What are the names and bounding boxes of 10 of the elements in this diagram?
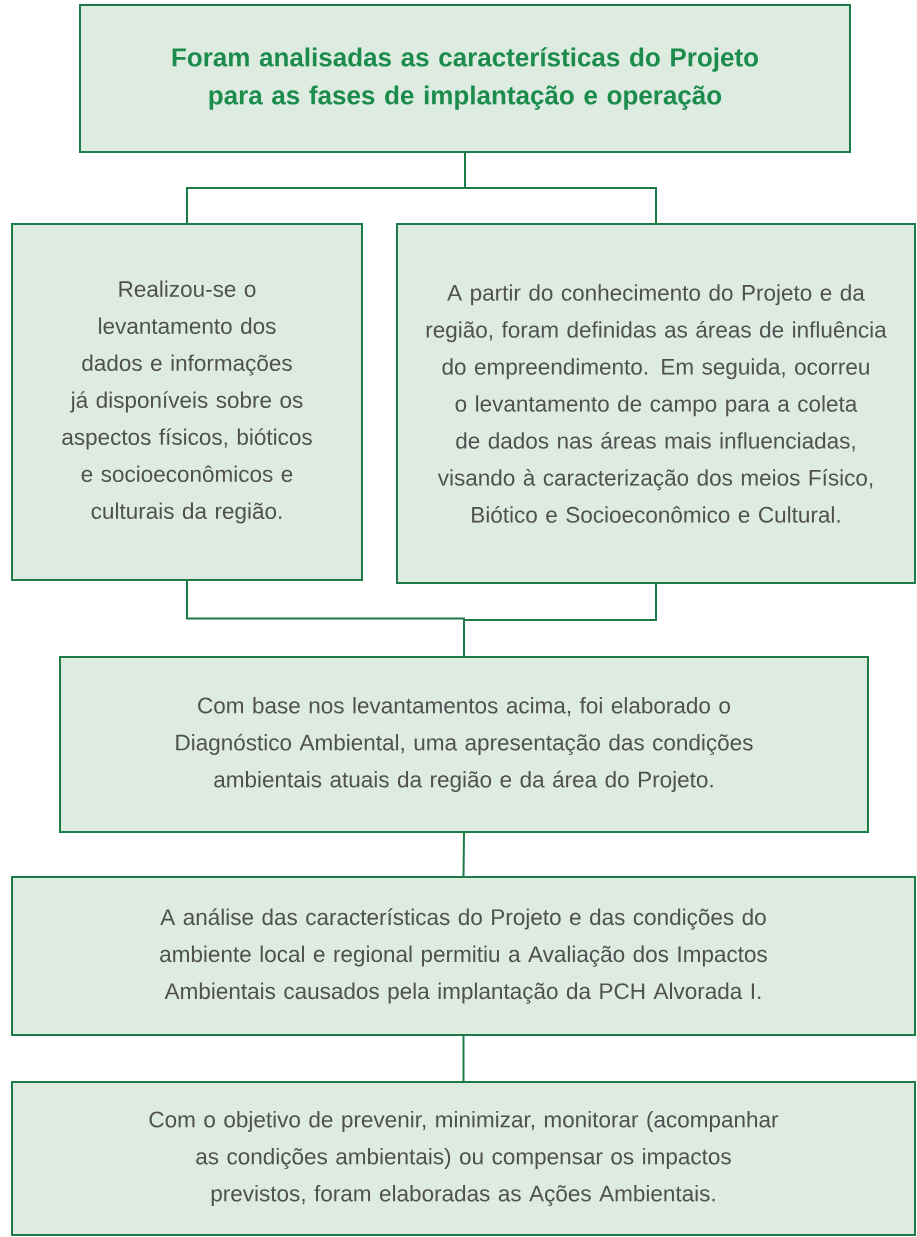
process-box: A análise das características do Projeto e das condições do ambiente local e regional permitiu a Avaliação dos Impactos Ambientais causados pela implantação da PCH Alvorada I. <box>11 876 916 1036</box>
heading-box: Foram analisadas as características do Projeto para as fases de implantação e operação <box>79 4 851 153</box>
connector-line <box>463 583 657 657</box>
process-box: Com o objetivo de prevenir, minimizar, monitorar (acompanhar as condições ambientais) ou compensar os impactos previstos, foram elaboradas as Ações Ambientais. <box>11 1081 916 1236</box>
connector-line <box>462 1035 465 1082</box>
connector-line <box>462 832 465 877</box>
process-box: A partir do conhecimento do Projeto e da região, foram definidas as áreas de influência do empreendimento. Em seguida, ocorreu o levantamento de campo para a coleta de dados nas áreas mais influenciadas, visando à caracterização dos meios Físico, Biótico e Socioeconômico e Cultural. <box>396 223 916 584</box>
process-box: Com base nos levantamentos acima, foi elaborado o Diagnóstico Ambiental, uma apresentação das condições ambientais atuais da região e da área do Projeto. <box>59 656 869 833</box>
process-box: Realizou-se o levantamento dos dados e informações já disponíveis sobre os aspectos físicos, bióticos e socioeconômicos e culturais da região. <box>11 223 363 581</box>
connector-line <box>464 152 657 224</box>
